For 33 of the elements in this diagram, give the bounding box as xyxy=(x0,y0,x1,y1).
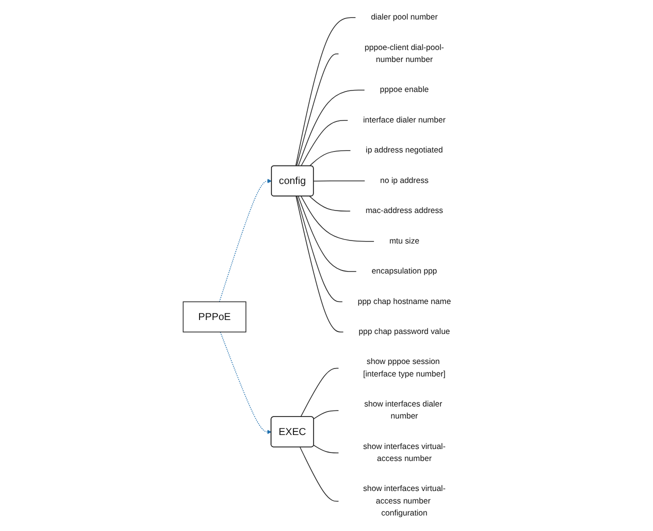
node-text: ip address negotiated xyxy=(366,146,443,155)
node-text: pppoe enable xyxy=(380,86,429,94)
connector xyxy=(309,196,351,212)
connector xyxy=(298,196,357,272)
node-text: show interfaces virtual-access number configuration xyxy=(363,484,446,518)
arrow xyxy=(220,332,272,434)
connector xyxy=(300,196,375,242)
connector xyxy=(296,196,344,332)
node-text: show interfaces dialer number xyxy=(364,400,442,421)
connector xyxy=(300,120,348,166)
connector xyxy=(298,90,366,166)
node-text: show pppoe session [interface type number] xyxy=(363,358,446,378)
connector xyxy=(300,446,340,502)
connector xyxy=(296,54,340,166)
node-text: encapsulation ppp xyxy=(372,267,438,276)
node-text: mac-address address xyxy=(366,206,444,216)
connector xyxy=(296,196,343,302)
node-text: ppp chap hostname name xyxy=(358,297,451,306)
node-box: PPPoE xyxy=(182,301,246,332)
node-text: mtu size xyxy=(389,236,420,246)
node-text: no ip address xyxy=(380,176,429,185)
connector xyxy=(313,180,366,182)
connector xyxy=(309,150,352,166)
arrow xyxy=(219,178,272,302)
node-text: show interfaces virtual-access number xyxy=(363,442,446,463)
connector xyxy=(313,410,340,420)
connector xyxy=(295,17,356,166)
node-text: dialer pool number xyxy=(370,13,438,22)
connector xyxy=(300,368,340,418)
node-text: ppp chap password value xyxy=(358,327,450,336)
node-text: pppoe-client dial-pool-number number xyxy=(364,43,444,64)
connector xyxy=(313,444,340,454)
node-text: interface dialer number xyxy=(363,116,446,124)
